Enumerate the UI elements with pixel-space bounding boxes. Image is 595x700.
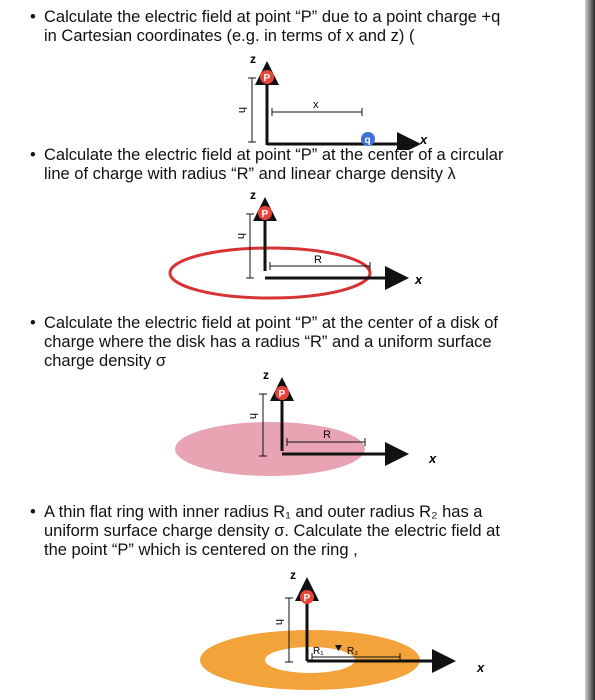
question-2-line-2: line of charge with radius “R” and linea… <box>44 165 456 183</box>
z-axis-label: z <box>290 568 296 582</box>
radius-label: R <box>323 429 331 441</box>
point-p-label: P <box>304 593 311 604</box>
bullet: • <box>30 314 36 332</box>
question-4: • A thin flat ring with inner radius R₁ … <box>30 503 570 560</box>
x-axis-label: x <box>414 272 423 287</box>
height-label: h <box>273 619 285 625</box>
x-axis-label: x <box>428 451 437 466</box>
inner-radius-label: R₁ <box>313 646 324 657</box>
z-axis-label: z <box>263 368 269 382</box>
figure-point-charge: z P h x x q <box>236 52 428 150</box>
distance-label: x <box>313 99 319 111</box>
bullet: • <box>30 8 36 26</box>
x-axis-label: x <box>419 132 428 147</box>
outer-radius-label: R₂ <box>347 646 358 657</box>
question-3-line-3: charge density σ <box>44 352 167 370</box>
question-4-line-3: the point “P” which is centered on the r… <box>44 541 358 559</box>
height-label: h <box>247 413 259 419</box>
point-p-label: P <box>262 209 269 220</box>
question-1-line-2: in Cartesian coordinates (e.g. in terms … <box>44 27 415 45</box>
question-3: • Calculate the electric field at point … <box>30 314 570 371</box>
z-axis-label: z <box>250 52 256 66</box>
point-p-label: P <box>279 389 286 400</box>
question-1-line-1: • Calculate the electric field at point … <box>30 8 501 26</box>
question-2: • Calculate the electric field at point … <box>30 146 570 184</box>
point-p-label: P <box>264 73 271 84</box>
page-edge-shadow <box>585 0 595 700</box>
question-2-line-1: • Calculate the electric field at point … <box>30 146 504 164</box>
z-axis-label: z <box>250 188 256 202</box>
point-p <box>258 206 272 220</box>
point-p <box>275 386 289 400</box>
question-4-line-1: • A thin flat ring with inner radius R₁ … <box>30 503 483 521</box>
charged-disk <box>175 422 365 476</box>
figure-ring: z P h R₁ R₂ x <box>200 568 485 690</box>
figure-disk: z P h R x <box>175 368 437 476</box>
height-label: h <box>236 107 248 113</box>
charge-q <box>361 132 375 146</box>
question-3-line-2: charge where the disk has a radius “R” a… <box>44 333 492 351</box>
charge-q-label: q <box>365 135 371 146</box>
point-p <box>300 590 314 604</box>
height-label: h <box>235 233 247 239</box>
point-p <box>260 70 274 84</box>
question-1: • Calculate the electric field at point … <box>30 8 570 46</box>
question-4-line-2: uniform surface charge density σ. Calcul… <box>44 522 500 540</box>
circular-line-of-charge <box>168 246 372 300</box>
question-3-line-1: • Calculate the electric field at point … <box>30 314 498 332</box>
radius-label: R <box>314 254 322 266</box>
x-axis-label: x <box>476 660 485 675</box>
figure-circular-line: z P h R x <box>168 188 423 300</box>
bullet: • <box>30 146 36 164</box>
bullet: • <box>30 503 36 521</box>
